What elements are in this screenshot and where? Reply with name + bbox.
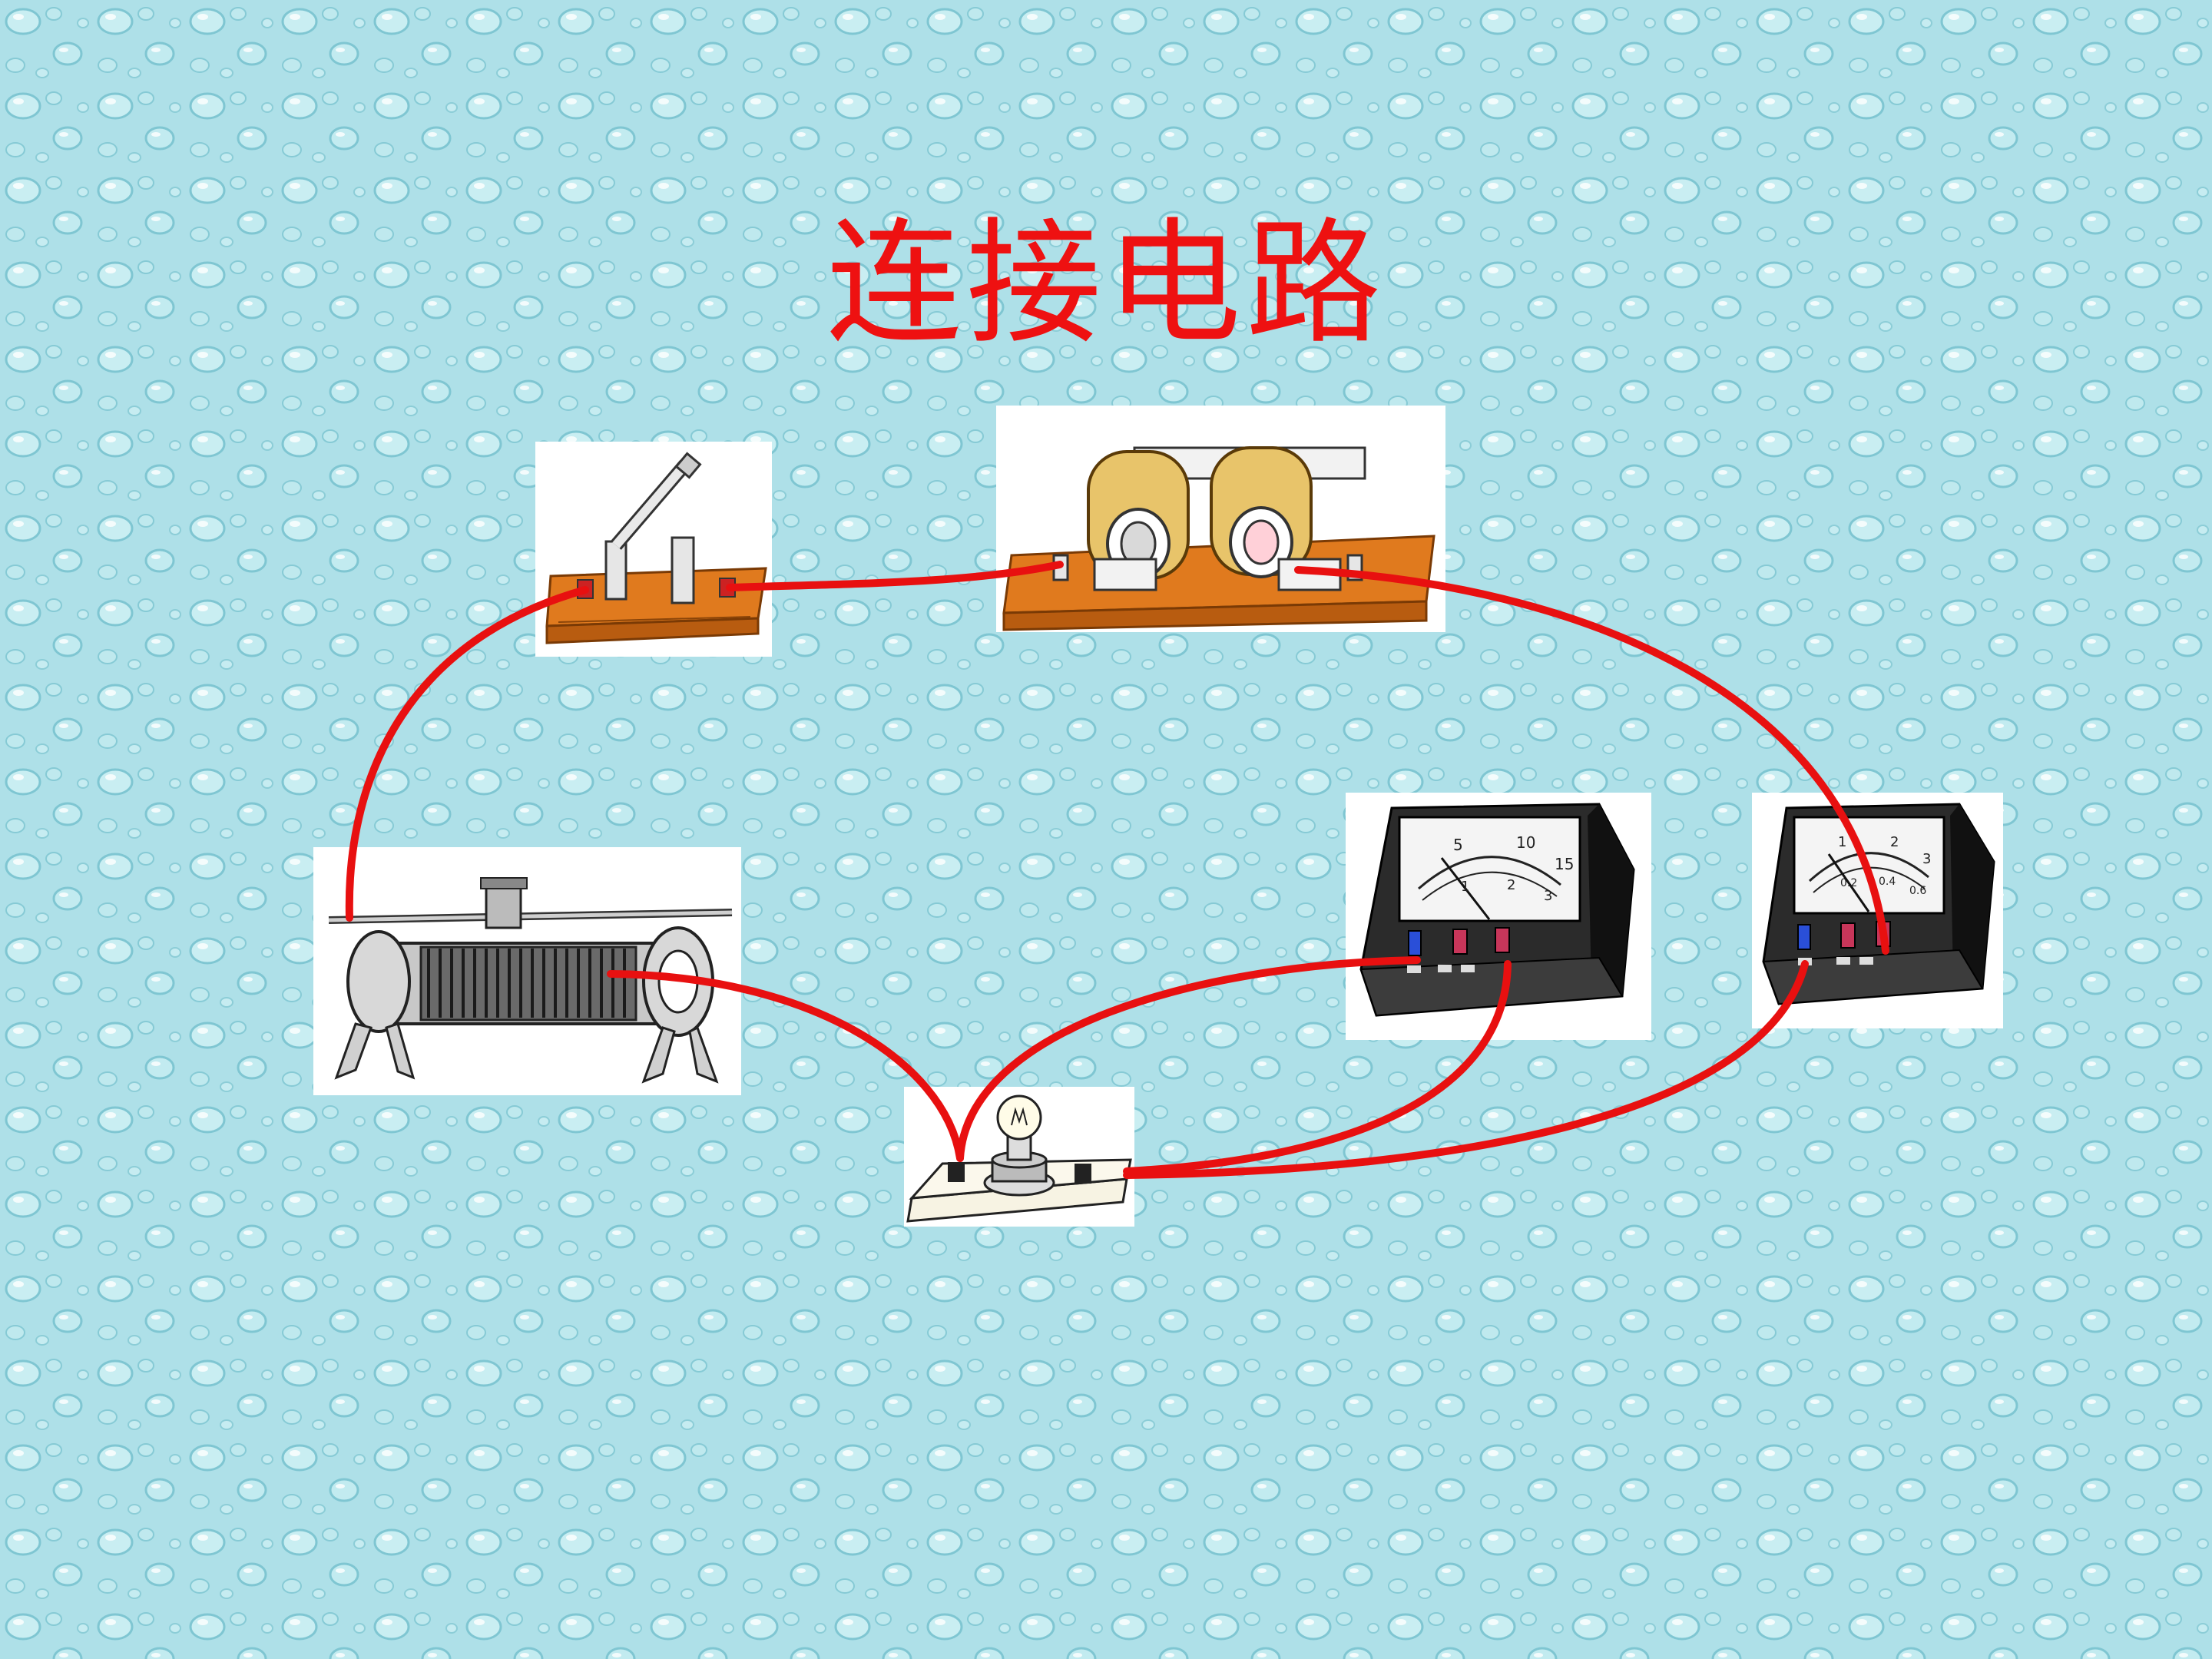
lamp [904,1087,1134,1227]
svg-text:0.2: 0.2 [1840,877,1857,889]
sliding-rheostat [313,847,741,1095]
svg-text:2: 2 [1890,834,1899,850]
rheostat-icon [328,877,733,1084]
voltmeter-icon: 5 10 15 1 2 3 [1359,803,1635,1017]
knife-switch-icon [545,452,767,644]
voltmeter: 5 10 15 1 2 3 [1346,793,1651,1040]
battery-icon [1002,446,1435,631]
svg-text:0.4: 0.4 [1879,876,1896,888]
battery-holder [996,406,1445,632]
svg-text:1: 1 [1461,879,1469,895]
light-bulb-icon [906,1094,1132,1223]
svg-text:2: 2 [1507,877,1515,893]
ammeter-icon: 1 2 3 0.2 0.4 0.6 [1762,803,1995,1005]
svg-text:3: 3 [1922,851,1931,867]
svg-text:0.6: 0.6 [1909,885,1926,897]
svg-text:15: 15 [1555,855,1574,873]
svg-text:3: 3 [1544,888,1552,904]
ammeter: 1 2 3 0.2 0.4 0.6 [1752,793,2003,1028]
svg-text:10: 10 [1516,833,1535,852]
slide-title: 连接电路 [826,205,1386,363]
svg-text:1: 1 [1838,834,1846,850]
svg-text:5: 5 [1453,836,1463,854]
knife-switch [535,442,772,657]
